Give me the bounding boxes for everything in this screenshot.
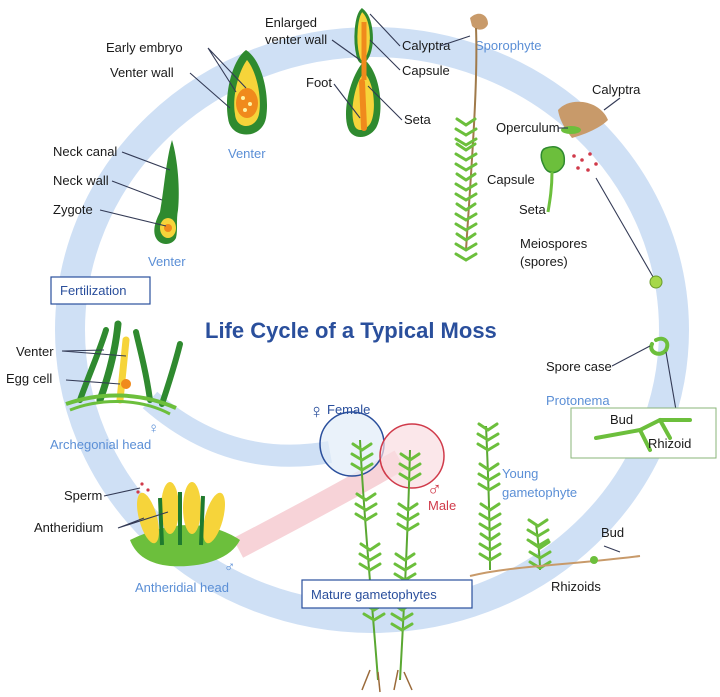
label-female: Female [327, 402, 370, 417]
label-rhizoid: Rhizoid [648, 436, 691, 451]
label-capsule-top: Capsule [402, 63, 450, 78]
early-embryo-archegonium [226, 50, 268, 135]
stage-antheridial-head: Antheridial head [135, 580, 229, 595]
label-rhizoids: Rhizoids [551, 579, 601, 594]
fertilization-swoosh [142, 391, 332, 467]
stage-young-2: gametophyte [502, 485, 577, 500]
label-zygote: Zygote [53, 202, 93, 217]
label-capsule-right: Capsule [487, 172, 535, 187]
label-spore-case: Spore case [546, 359, 612, 374]
label-calyptra-right: Calyptra [592, 82, 641, 97]
male-circle [379, 423, 445, 489]
label-meiospores-1: Meiospores [520, 236, 588, 251]
sperm-cells [136, 482, 150, 494]
label-antheridium: Antheridium [34, 520, 103, 535]
label-bud-bottom: Bud [601, 525, 624, 540]
operculum [561, 126, 581, 134]
label-meiospores-2: (spores) [520, 254, 568, 269]
label-calyptra-top: Calyptra [402, 38, 451, 53]
label-egg-cell: Egg cell [6, 371, 52, 386]
stage-protonema: Protonema [546, 393, 610, 408]
label-sperm: Sperm [64, 488, 102, 503]
stage-archegonial-head: Archegonial head [50, 437, 151, 452]
label-fertilization: Fertilization [60, 283, 126, 298]
protonema-filament [594, 418, 692, 452]
male-symbol-small: ♂ [224, 559, 235, 576]
label-enlarged-1: Enlarged [265, 15, 317, 30]
opened-capsule [540, 146, 566, 213]
label-neck-canal: Neck canal [53, 144, 117, 159]
label-operculum: Operculum [496, 120, 560, 135]
label-early-embryo: Early embryo [106, 40, 183, 55]
female-symbol-icon: ♀ [309, 401, 324, 423]
label-neck-wall: Neck wall [53, 173, 109, 188]
label-foot: Foot [306, 75, 332, 90]
sporophyte-plant [454, 13, 488, 262]
label-mature-gametophytes: Mature gametophytes [311, 587, 437, 602]
male-symbol-icon: ♂ [427, 479, 442, 501]
diagram-title: Life Cycle of a Typical Moss [205, 318, 497, 343]
mature-gametophytes [350, 439, 422, 693]
antheridial-head [130, 482, 240, 567]
stage-young-1: Young [502, 466, 538, 481]
spores-dots [572, 152, 598, 172]
label-male: Male [428, 498, 456, 513]
fertilization-box [50, 276, 151, 305]
archegonial-head [65, 320, 183, 416]
label-enlarged-2: venter wall [265, 32, 327, 47]
stage-venter-upper: Venter [228, 146, 266, 161]
germinating-spore [649, 336, 670, 356]
label-seta-top: Seta [404, 112, 432, 127]
stage-sporophyte: Sporophyte [475, 38, 542, 53]
label-venter-wall: Venter wall [110, 65, 174, 80]
mature-gametophytes-box [301, 579, 473, 609]
single-spore [649, 275, 663, 289]
archegonium-zygote [154, 140, 179, 244]
stage-venter-lower: Venter [148, 254, 186, 269]
label-seta-right: Seta [519, 202, 547, 217]
label-bud-protonema: Bud [610, 412, 633, 427]
female-symbol-small: ♀ [148, 420, 159, 437]
young-gametophyte [469, 422, 641, 577]
label-venter-left: Venter [16, 344, 54, 359]
